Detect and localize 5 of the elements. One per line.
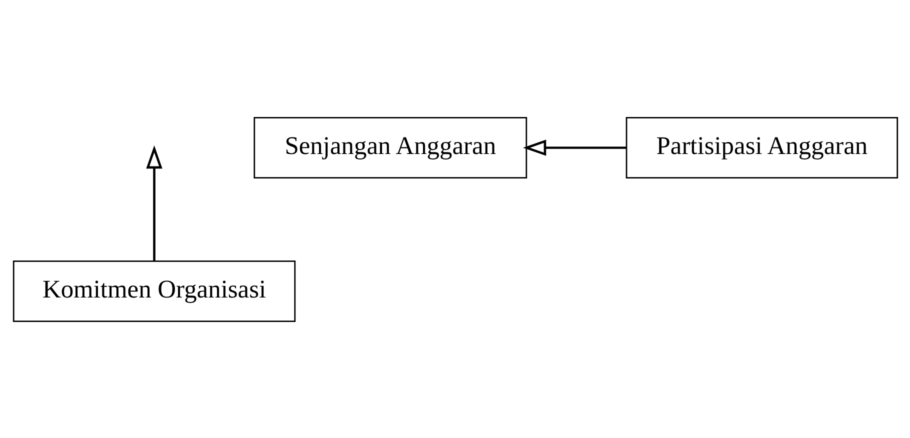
- node-box: Partisipasi Anggaran: [625, 116, 898, 178]
- node-box: Komitmen Organisasi: [12, 260, 296, 322]
- node-box: Senjangan Anggaran: [253, 116, 527, 178]
- arrow: [522, 139, 626, 156]
- arrow: [146, 144, 162, 260]
